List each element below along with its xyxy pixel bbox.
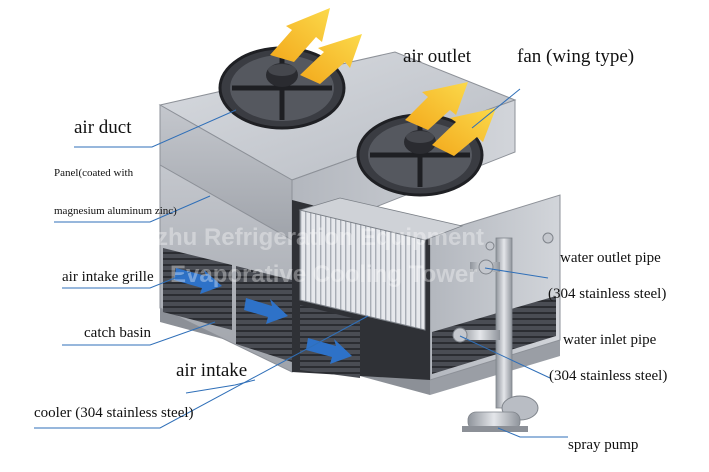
label-air-intake-grille: air intake grille [62, 269, 154, 285]
outlet-arrow-1 [270, 8, 330, 62]
base-frame-side [430, 340, 560, 395]
outlet-arrow-2 [300, 34, 362, 84]
label-air-duct: air duct [74, 117, 132, 138]
label-water-inlet-pipe: water inlet pipe [563, 332, 657, 348]
intake-arrow-3 [306, 338, 352, 364]
label-water-outlet-material: (304 stainless steel) [548, 286, 667, 302]
pipe-flange-1 [478, 259, 494, 275]
label-fan: fan (wing type) [517, 46, 635, 67]
label-spray-pump: spray pump [568, 437, 639, 453]
outlet-arrow-3 [405, 82, 468, 130]
label-cooler: cooler (304 stainless steel) [34, 405, 194, 421]
label-panel-line-1: Panel(coated with [54, 167, 134, 179]
corner-bolt-1 [542, 232, 554, 244]
intake-louver-1 [163, 248, 232, 330]
label-panel-line-2: magnesium aluminum zinc) [54, 205, 177, 217]
intake-louver-3 [300, 305, 360, 378]
spray-pump [462, 395, 539, 432]
leader-lines [34, 88, 568, 438]
outlet-arrow-4 [432, 108, 496, 156]
cooler-coil-top [298, 197, 464, 241]
watermark-line-2: Evaporative Cooling Tower [170, 261, 478, 288]
label-air-outlet: air outlet [403, 46, 472, 67]
label-air-intake: air intake [176, 360, 248, 381]
water-inlet-pipe [460, 330, 500, 340]
pipe-flange-2 [452, 327, 468, 343]
intake-arrow-2 [244, 298, 288, 324]
label-water-outlet-pipe: water outlet pipe [560, 250, 661, 266]
label-catch-basin: catch basin [84, 325, 152, 341]
label-water-inlet-material: (304 stainless steel) [549, 368, 668, 384]
corner-bolt-2 [485, 241, 495, 251]
intake-arrow-1 [174, 268, 222, 294]
watermark-line-1: Liuzhu Refrigeration Equipment [120, 224, 484, 251]
